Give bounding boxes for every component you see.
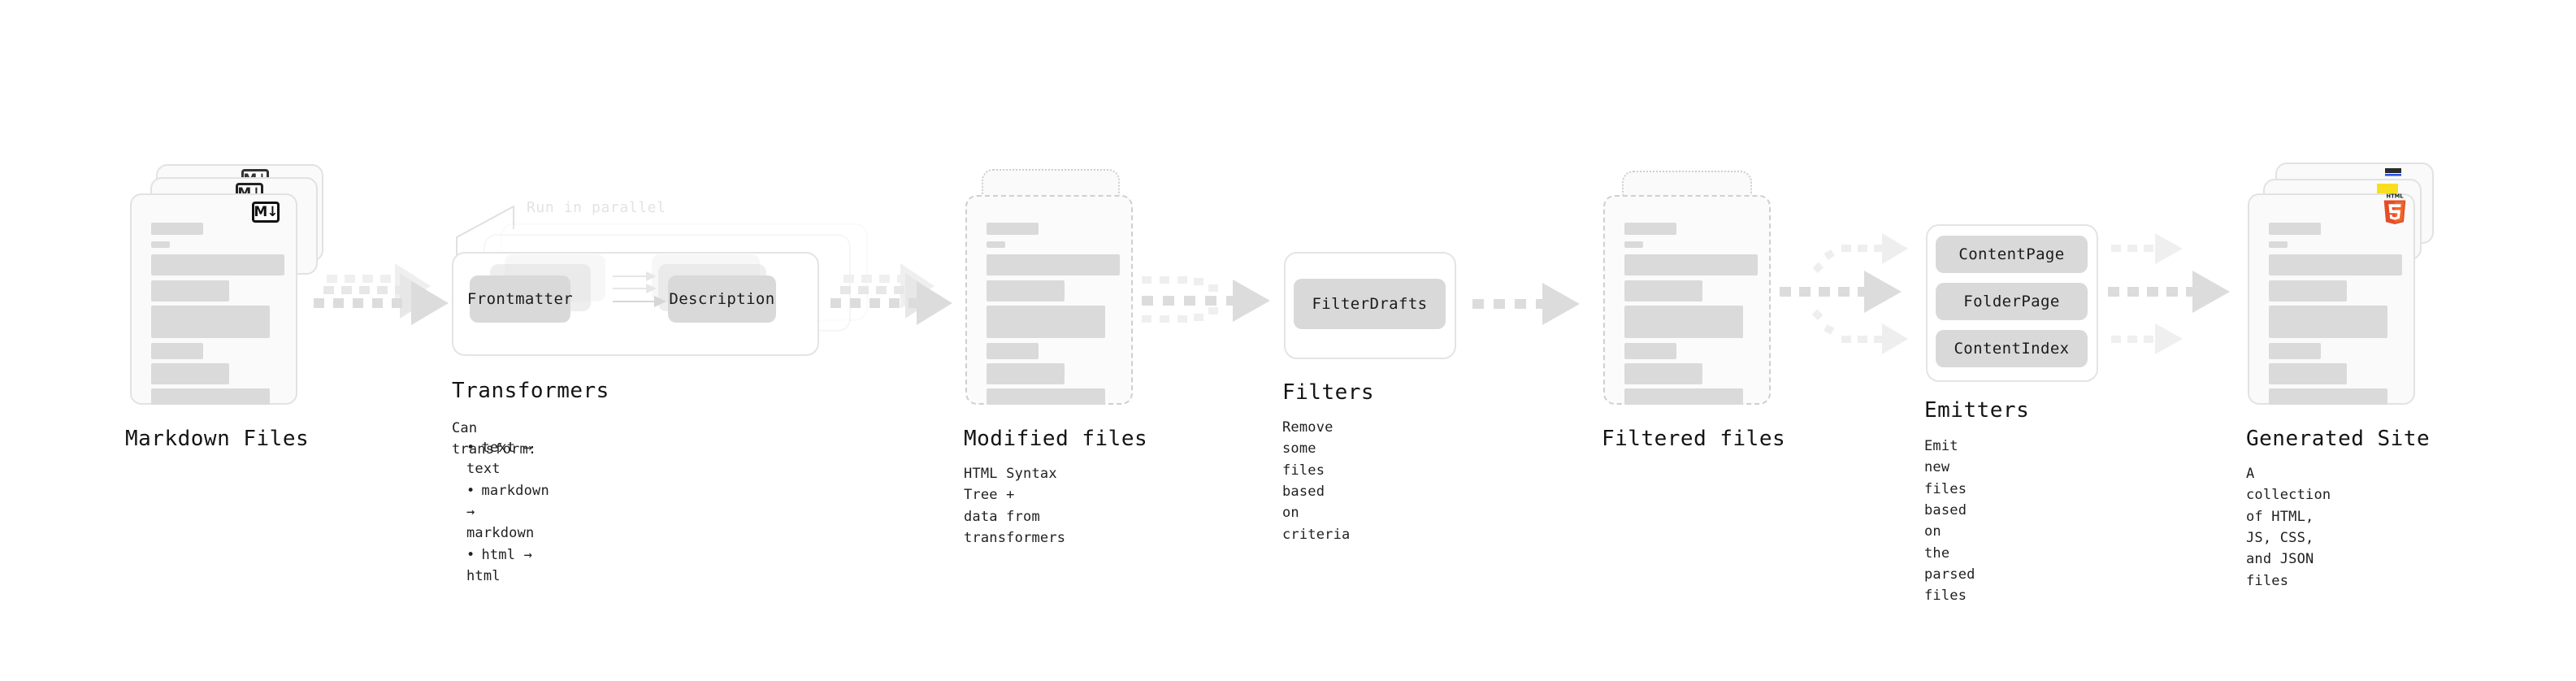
modified-files-subtitle: HTML Syntax Tree + data from transformer… [964,466,1066,547]
doc-bar [2269,280,2347,301]
doc-bar [151,254,284,275]
doc-bar [987,363,1065,384]
emitters-chip-contentpage[interactable]: ContentPage [1936,236,2088,273]
arrow-emitters-to-site [2108,233,2230,354]
stage-title-generated-site: Generated Site [2246,427,2431,451]
doc-bar [151,343,203,359]
doc-bar [1624,254,1758,275]
doc-bar [2269,343,2321,359]
run-in-parallel-bracket [456,205,514,258]
emitters-chip-contentindex[interactable]: ContentIndex [1936,330,2088,367]
transformer-chip-description[interactable]: Description [668,275,776,323]
stage-title-markdown-files: Markdown Files [125,427,310,451]
stage-title-modified-files: Modified files [964,427,1148,451]
filters-subtitle: Remove some files based on criteria [1282,419,1351,543]
doc-bar [987,254,1120,275]
arrow-filtered-to-emitters [1780,233,1908,354]
arrow-filters-to-filtered [1472,283,1580,325]
html5-icon-label: HTML [2387,193,2405,200]
stage-title-filters: Filters [1282,380,1375,405]
transformers-bullet: html → html [466,544,549,588]
doc-bar [2269,223,2321,235]
stage-title-transformers: Transformers [452,379,609,403]
chip-label: ContentIndex [1954,340,2070,358]
arrow-modified-to-filters [1142,276,1270,323]
doc-bar [987,223,1039,235]
arrow-transformers-to-modified [830,263,952,325]
css3-icon [2385,168,2401,176]
doc-bar [1624,343,1676,359]
chip-label: ContentPage [1958,245,2065,263]
transformers-bullet: markdown → markdown [466,480,549,544]
filters-chip-filterdrafts[interactable]: FilterDrafts [1294,279,1446,329]
generated-site-subtitle: A collection of HTML, JS, CSS, and JSON … [2246,466,2331,589]
doc-bar [2269,254,2402,275]
doc-bar [987,241,1005,248]
doc-bar [2269,241,2288,248]
markdown-icon-letter: M [254,203,267,220]
doc-bar [1624,241,1643,248]
doc-bar [151,363,229,384]
transformer-chip-frontmatter[interactable]: Frontmatter [466,275,574,323]
transformers-bullet-list: text → text markdown → markdown html → h… [452,437,549,587]
stage-title-emitters: Emitters [1924,398,2030,423]
doc-bar [987,280,1065,301]
doc-bar [1624,306,1743,338]
chip-label: FilterDrafts [1312,295,1428,313]
doc-bar [151,306,270,338]
doc-bar [2269,388,2387,405]
doc-bar [987,343,1039,359]
doc-bar [151,388,270,405]
emitters-subtitle: Emit new files based on the parsed files [1924,438,1975,605]
doc-bar [987,388,1105,405]
doc-bar [1624,223,1676,235]
run-in-parallel-label: Run in parallel [527,199,666,216]
arrow-markdown-to-transformers [314,263,449,325]
chip-label: Description [669,290,775,308]
doc-bar [151,241,170,248]
chip-label: Frontmatter [466,290,574,308]
doc-bar [2269,306,2387,338]
chip-label: FolderPage [1963,293,2060,310]
doc-bar [151,280,229,301]
doc-bar [1624,388,1743,405]
html5-icon: HTML [2383,193,2406,224]
doc-bar [1624,363,1702,384]
stage-title-filtered-files: Filtered files [1602,427,1786,451]
emitters-chip-folderpage[interactable]: FolderPage [1936,283,2088,320]
doc-bar [151,223,203,235]
doc-bar [987,306,1105,338]
doc-bar [1624,280,1702,301]
doc-bar [2269,363,2347,384]
markdown-icon-front: M↓ [252,202,280,223]
transformer-connector-arrows [613,271,666,307]
transformers-bullet: text → text [466,437,549,480]
